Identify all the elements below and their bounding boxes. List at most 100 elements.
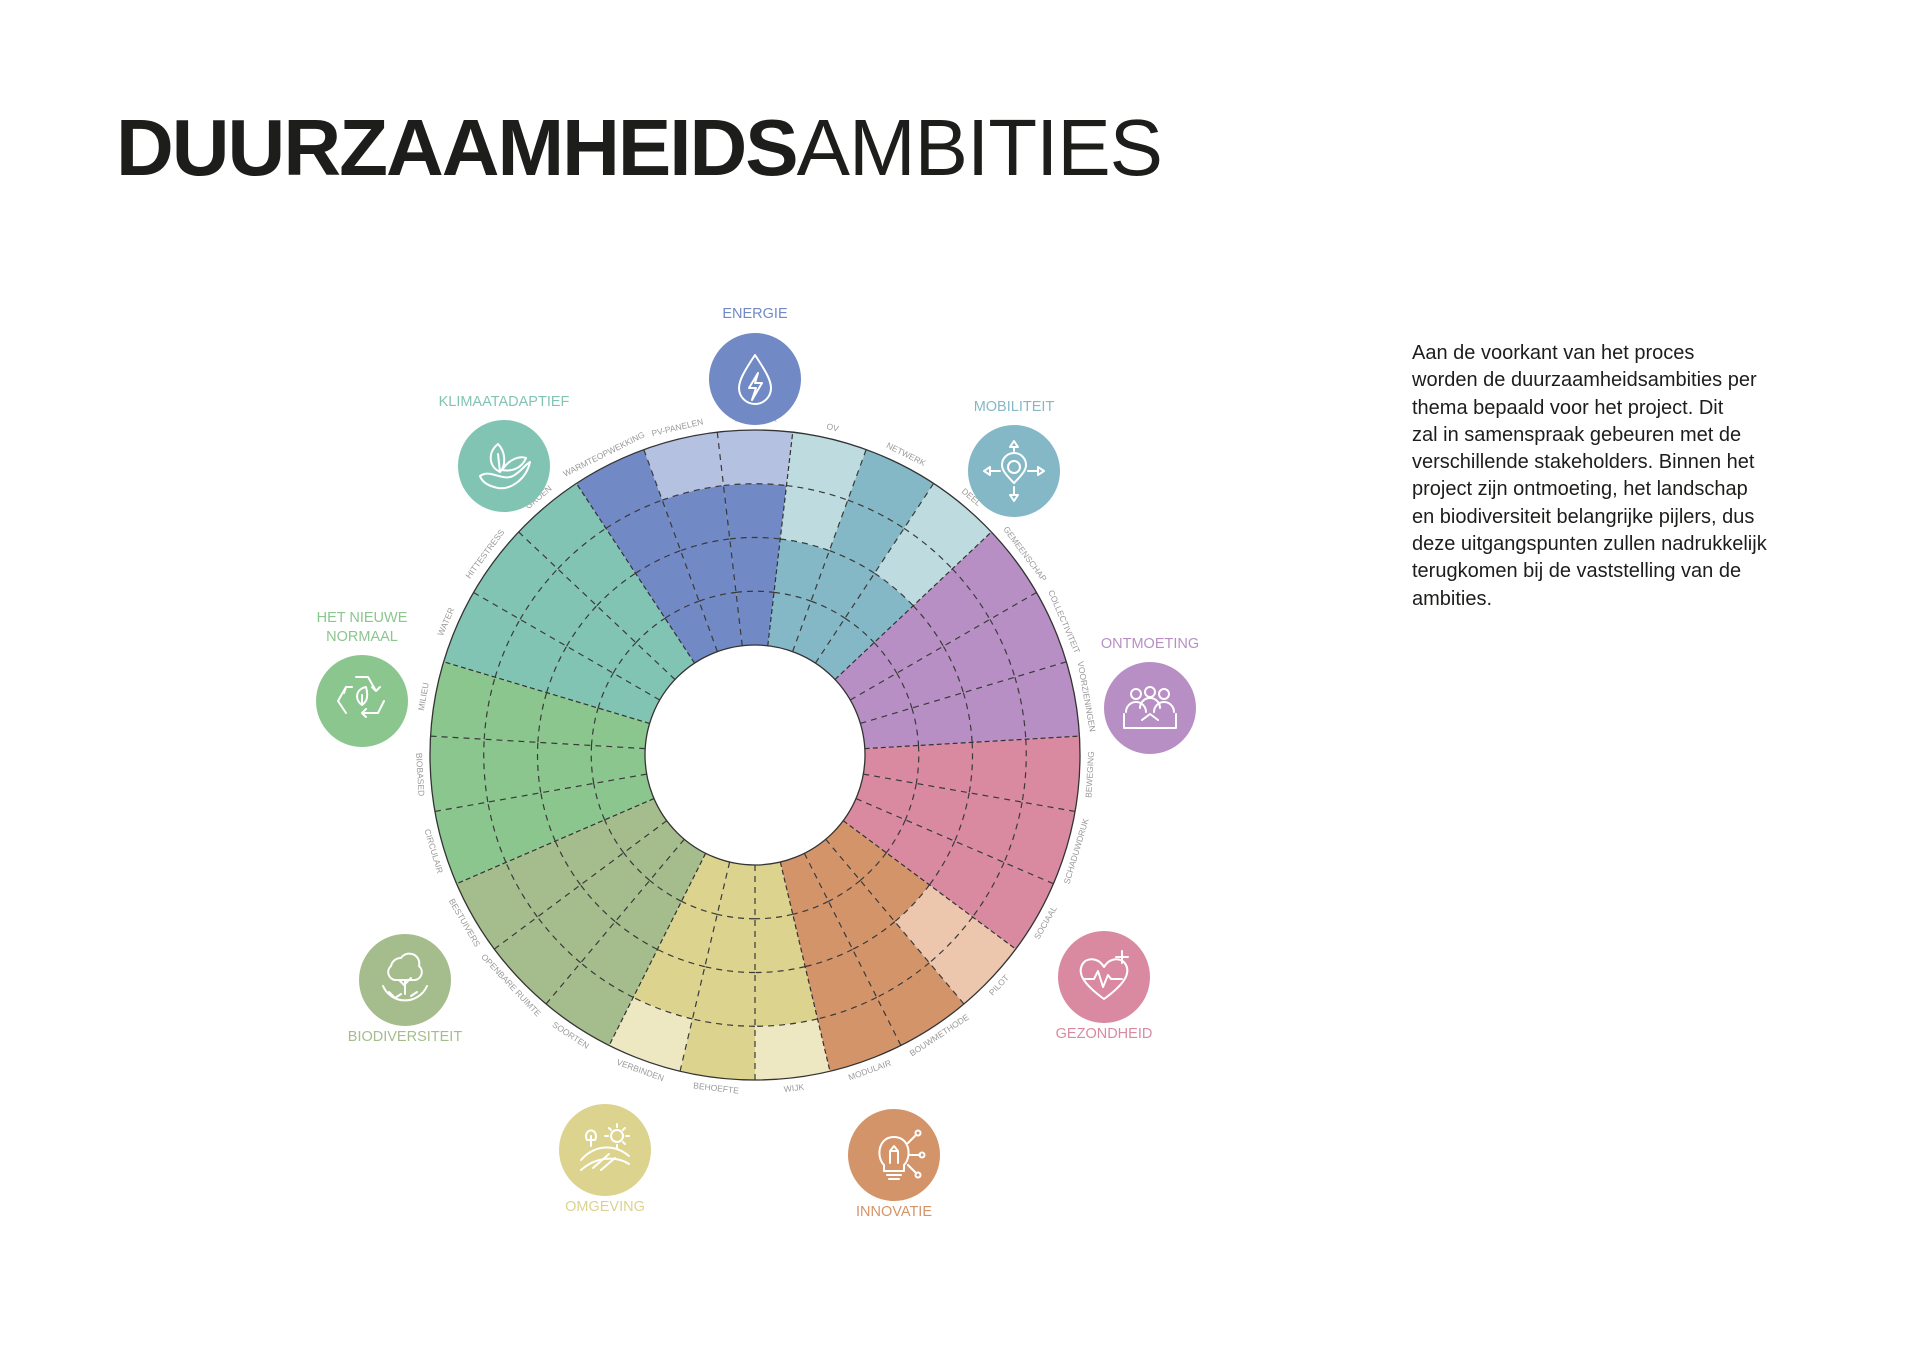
ring-divider: [847, 499, 905, 529]
subtheme-label: BIOBASED: [414, 753, 427, 797]
subtheme-label: WATER: [435, 606, 456, 637]
ring-divider: [989, 619, 1016, 678]
ring-divider: [817, 996, 878, 1020]
theme-badges: ENERGIEMOBILITEITONTMOETINGGEZONDHEIDINN…: [316, 306, 1199, 1220]
subtheme-divider: [473, 591, 661, 701]
subtheme-label: WIJK: [783, 1082, 805, 1094]
segment-gemeenschap: [835, 531, 1037, 700]
inner-hole: [644, 644, 866, 866]
ring-divider: [519, 568, 559, 620]
subtheme-divider: [434, 773, 647, 813]
theme-divider: [456, 798, 655, 885]
heart-pulse-icon: [1079, 950, 1129, 1000]
theme-divider: [842, 820, 1017, 950]
ring-divider: [894, 884, 930, 923]
ring-divider: [483, 677, 496, 740]
ring-divider: [928, 916, 974, 964]
wheel-segments: [429, 430, 1080, 1080]
segment-pilot: [825, 820, 930, 922]
ring-divider: [729, 536, 781, 540]
ring-divider: [754, 913, 793, 920]
segment-ov: [767, 538, 830, 652]
ring-divider: [604, 819, 625, 854]
intro-line: en biodiversiteit belangrijke pijlers, d…: [1412, 505, 1755, 528]
intro-line: project zijn ontmoeting, het landschap: [1412, 478, 1748, 501]
outer-ring: [429, 429, 1081, 1081]
ring-divider: [754, 966, 806, 974]
segment-remaining: [755, 1018, 830, 1080]
subtheme-divider: [518, 531, 676, 680]
recycle-leaf-icon: [337, 676, 385, 718]
segment-verbinden: [633, 853, 730, 1019]
theme-circle: [1104, 662, 1196, 754]
subtheme-label: OV: [826, 421, 841, 434]
title-light-part: AMBITIES: [796, 103, 1163, 192]
segment-remaining: [643, 432, 724, 501]
ring-divider: [968, 742, 974, 793]
ring-divider: [662, 484, 724, 501]
intro-line: terugkomen bij de vaststelling van de: [1412, 560, 1742, 583]
theme-badge-innovatie: INNOVATIE: [848, 1109, 940, 1220]
segment-openbare-ruimte: [494, 820, 685, 1004]
theme-badge-biodiversiteit: BIODIVERSITEIT: [348, 934, 462, 1045]
intro-line: thema bepaald voor het project. Dit: [1412, 396, 1724, 419]
segment-sociaal: [843, 798, 1054, 950]
segment-pv-panelen: [662, 485, 743, 652]
subtheme-divider: [814, 483, 935, 664]
people-meeting-icon: [1123, 686, 1177, 729]
intro-line: worden de duurzaamheidsambities per: [1412, 369, 1757, 392]
subtheme-divider: [849, 591, 1037, 701]
theme-badge-ontmoeting: ONTMOETING: [1101, 636, 1199, 754]
page-title: DUURZAAMHEIDSAMBITIES: [116, 108, 1163, 188]
ring-divider: [876, 962, 930, 998]
segment-water: [443, 592, 660, 724]
subtheme-divider: [863, 773, 1076, 813]
ring-divider: [954, 792, 970, 842]
segment-remaining: [717, 430, 793, 486]
theme-divider: [864, 735, 1080, 750]
ring-divider: [1014, 677, 1027, 740]
theme-label: ENERGIE: [722, 306, 788, 322]
theme-divider: [575, 483, 696, 664]
ring-divider: [580, 962, 634, 998]
ring-divider: [852, 921, 896, 950]
ring-divider: [605, 499, 663, 529]
ring-divider: [590, 745, 595, 784]
ring-divider: [723, 483, 787, 487]
subtheme-divider: [792, 449, 867, 652]
segment-groen: [518, 483, 695, 680]
lightning-drop-icon: [738, 354, 772, 405]
segment-remaining: [609, 997, 693, 1072]
segment-remaining: [780, 432, 867, 551]
ring-divider: [928, 840, 956, 886]
ring-divider: [805, 948, 853, 968]
segment-schaduwdruk: [856, 774, 1076, 884]
segment-wijk: [755, 862, 818, 1027]
ring-divider: [596, 572, 636, 607]
ring-divider: [859, 852, 887, 881]
segment-remaining: [874, 483, 992, 606]
theme-circle: [968, 425, 1060, 517]
theme-circle: [1058, 931, 1150, 1023]
ring-divider: [632, 996, 693, 1020]
theme-badge-gezondheid: GEZONDHEID: [1056, 931, 1152, 1042]
title-bold-part: DUURZAAMHEIDS: [116, 103, 799, 192]
ring-divider: [915, 745, 920, 784]
subtheme-divider: [679, 861, 731, 1072]
segment-hittestress: [473, 531, 675, 700]
theme-badge-klimaatadaptief: KLIMAATADAPTIEF: [439, 394, 570, 512]
theme-label: NORMAAL: [326, 629, 398, 645]
ring-divider: [951, 568, 991, 620]
ring-divider: [896, 672, 913, 709]
segment-voorzieningen: [860, 661, 1080, 749]
ring-divider: [972, 862, 1005, 918]
intro-line: zal in samenspraak gebeuren met de: [1412, 423, 1742, 446]
ring-divider: [657, 948, 705, 968]
theme-badge-omgeving: OMGEVING: [559, 1104, 651, 1215]
ring-divider: [874, 572, 914, 607]
subtheme-divider: [493, 820, 668, 950]
theme-divider: [834, 531, 992, 680]
ring-divider: [754, 1018, 818, 1027]
ring-divider: [557, 527, 607, 570]
ring-divider: [537, 692, 548, 743]
